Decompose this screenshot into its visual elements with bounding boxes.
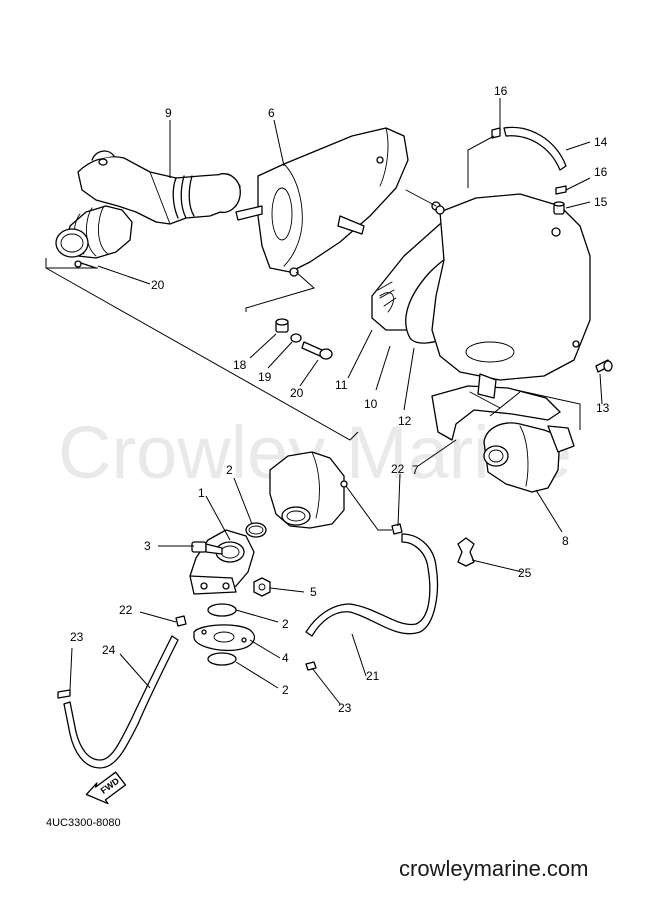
callout-23a: 23	[70, 630, 84, 644]
callout-labels: 9 6 20 18 19 20 11 10 12 16 14 16 15 13 …	[70, 84, 610, 715]
callout-3: 3	[144, 539, 151, 553]
callout-16b: 16	[594, 165, 608, 179]
cover-part-6	[235, 127, 441, 277]
callout-11: 11	[335, 378, 348, 392]
callout-1: 1	[198, 486, 205, 500]
oring-part-2b	[207, 603, 237, 617]
callout-16a: 16	[494, 84, 508, 98]
callout-14: 14	[594, 135, 608, 149]
callout-17: 18	[233, 358, 247, 372]
grommet-part-18	[290, 333, 302, 343]
callout-22b: 22	[391, 462, 405, 476]
callout-15: 15	[594, 195, 608, 209]
spacer-part-4	[193, 624, 255, 652]
clip-part-16a	[491, 127, 501, 139]
callout-6: 6	[268, 106, 275, 120]
carburetor-body	[269, 451, 348, 529]
clip-part-16b	[555, 185, 567, 195]
callout-20: 20	[151, 278, 165, 292]
callout-24: 24	[102, 643, 116, 657]
website-url: crowleymarine.com	[399, 856, 589, 881]
callout-12: 12	[398, 414, 412, 428]
elbow-duct-part-8	[483, 422, 575, 493]
callout-4: 4	[282, 651, 289, 665]
clip-part-22b	[391, 523, 403, 535]
callout-2b: 2	[282, 617, 289, 631]
callout-8: 8	[562, 534, 569, 548]
callout-21: 21	[366, 669, 380, 683]
screw-part-15	[553, 201, 565, 215]
screw-part-13	[595, 359, 613, 373]
clamp-part-25	[457, 537, 475, 567]
callout-9: 9	[165, 106, 172, 120]
callout-25: 25	[518, 566, 532, 580]
nut-part-5	[253, 577, 271, 597]
fwd-arrow-icon: FWD	[85, 771, 127, 805]
callout-7: 7	[412, 463, 419, 477]
bolt-part-19	[301, 341, 333, 360]
callout-23b: 23	[338, 701, 352, 715]
callout-2a: 2	[226, 463, 233, 477]
callout-5: 5	[310, 585, 317, 599]
clip-part-23a	[57, 689, 71, 699]
rubber-boot-part-20	[55, 205, 133, 269]
collar-part-17	[275, 318, 289, 333]
callout-18: 19	[258, 370, 272, 384]
callout-13: 13	[596, 401, 610, 415]
duct-part-7	[431, 373, 561, 441]
hose-part-14	[503, 126, 567, 171]
callout-19: 20	[290, 386, 304, 400]
clip-part-23b	[305, 661, 317, 671]
bolt-part-3	[191, 541, 223, 555]
part-code: 4UC3300-8080	[46, 817, 121, 829]
manifold-part-1	[189, 529, 255, 595]
intake-duct-part-9	[77, 150, 241, 225]
callout-2c: 2	[282, 683, 289, 697]
hose-part-24	[63, 635, 179, 769]
leader-lines	[45, 98, 603, 705]
callout-10: 10	[364, 397, 378, 411]
oring-part-2a	[245, 522, 267, 538]
cover-part-10	[431, 193, 591, 381]
hose-part-21	[305, 533, 439, 637]
oring-part-2c	[207, 652, 237, 666]
callout-22a: 22	[119, 603, 133, 617]
clip-part-22a	[175, 615, 187, 627]
